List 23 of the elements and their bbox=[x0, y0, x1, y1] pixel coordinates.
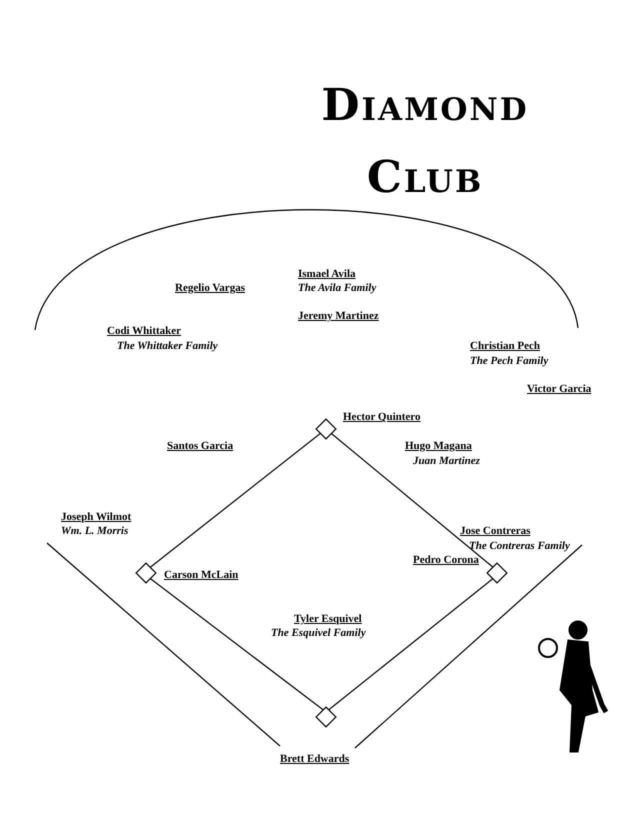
player-name: Brett Edwards bbox=[280, 753, 350, 766]
sponsor-name: The Contreras Family bbox=[469, 540, 570, 553]
player-name: Jeremy Martinez bbox=[298, 310, 379, 323]
title: Diamond Club bbox=[320, 79, 530, 205]
player-name: Ismael Avila bbox=[298, 268, 356, 281]
player-name: Tyler Esquivel bbox=[294, 613, 362, 626]
player-name: Hugo Magana bbox=[405, 440, 472, 453]
player-name: Hector Quintero bbox=[343, 411, 420, 424]
sponsor-name: The Avila Family bbox=[298, 282, 376, 295]
sponsor-name: The Pech Family bbox=[470, 355, 548, 368]
player-name: Pedro Corona bbox=[413, 554, 479, 567]
player-name: Victor Garcia bbox=[527, 383, 592, 396]
sponsor-name: The Esquivel Family bbox=[271, 627, 366, 640]
player-name: Codi Whittaker bbox=[107, 325, 182, 338]
sponsor-name: Wm. L. Morris bbox=[61, 525, 128, 538]
sponsor-name: Juan Martinez bbox=[413, 455, 480, 468]
player-name: Regelio Vargas bbox=[175, 282, 245, 295]
player-name: Jose Contreras bbox=[460, 525, 530, 538]
player-name: Carson McLain bbox=[164, 569, 238, 582]
player-name: Santos Garcia bbox=[167, 440, 234, 453]
player-name: Christian Pech bbox=[470, 340, 540, 353]
sponsor-name: The Whittaker Family bbox=[117, 340, 218, 353]
player-name: Joseph Wilmot bbox=[61, 511, 132, 524]
